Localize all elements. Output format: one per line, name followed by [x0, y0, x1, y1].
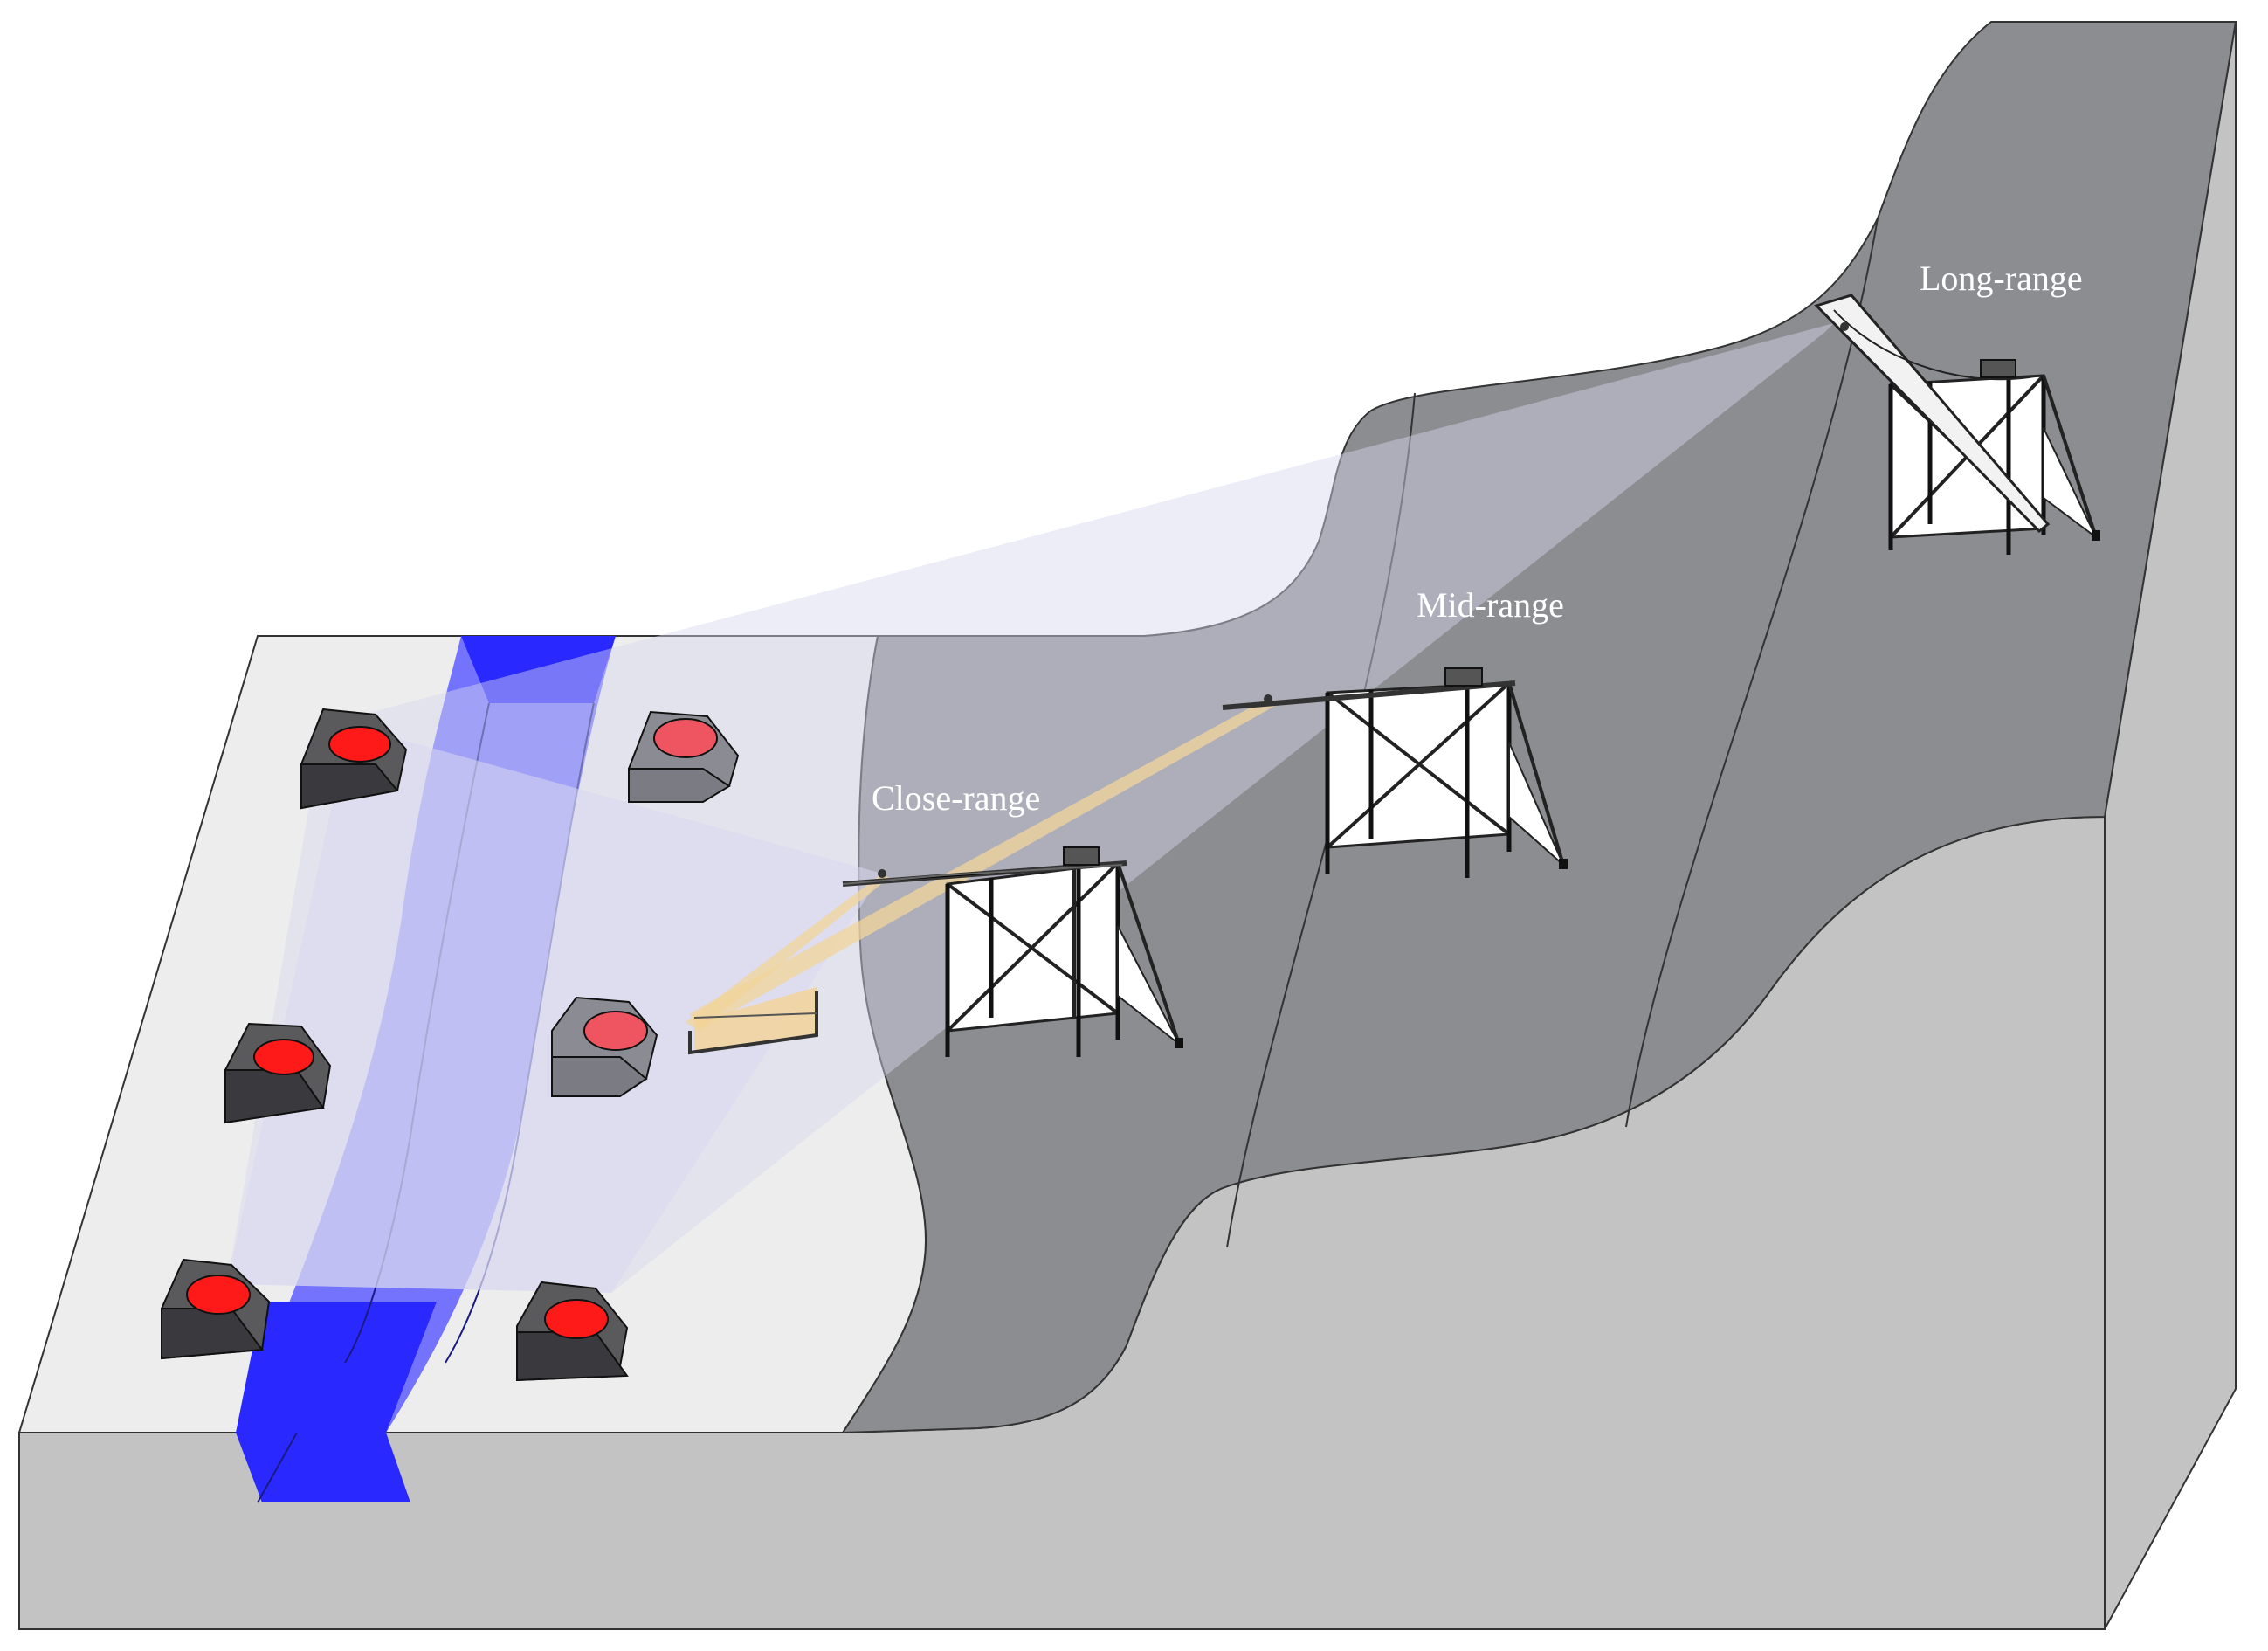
fov-close-orange: [686, 874, 889, 1031]
ground-tray: [688, 987, 818, 1055]
boulder-target-2: [628, 710, 740, 803]
terrace-line-2: [1625, 218, 1879, 1128]
boulder-target-3: [224, 1022, 332, 1124]
scaffold-long-range: [1814, 294, 2100, 555]
fov-close-range: [227, 725, 882, 1293]
scaffold-mid-range: [1222, 667, 1568, 878]
label-close-range: Close-range: [872, 778, 1040, 818]
label-mid-range: Mid-range: [1417, 585, 1564, 625]
boulder-target-6: [516, 1281, 629, 1382]
boulder-target-5: [161, 1258, 271, 1360]
camera-icon: [1063, 846, 1100, 866]
fov-mid-range-orange: [690, 699, 1275, 1031]
scaffold-close-range: [842, 846, 1183, 1057]
label-long-range: Long-range: [1920, 259, 2083, 298]
boulder-target-4: [551, 996, 658, 1097]
boulder-target-1: [300, 708, 408, 810]
